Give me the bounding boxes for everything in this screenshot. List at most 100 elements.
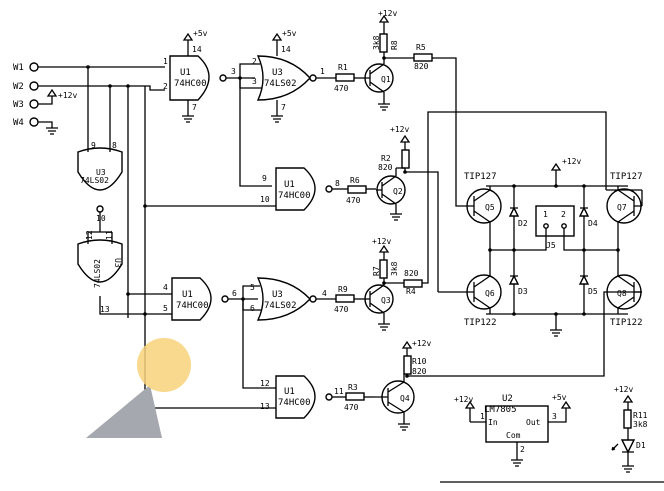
r6-name: R6 <box>350 176 360 185</box>
d5-label: D5 <box>588 287 598 296</box>
regulator-u2: U2 LM7805 In Out Com 1 3 2 <box>480 394 557 454</box>
pin-u3a-7: 7 <box>281 103 286 112</box>
gate-u1a-name: U1 <box>180 68 191 78</box>
label-w3: W3 <box>13 100 24 110</box>
j5-pin1: 1 <box>543 210 548 219</box>
diode-d4: D4 <box>578 186 598 250</box>
gate-u1c-name: U1 <box>182 290 193 300</box>
r11-value: 3k8 <box>633 420 648 429</box>
u2-pin-in: 1 <box>480 412 485 421</box>
r11-name: R11 <box>633 411 648 420</box>
resistor-r3 <box>345 392 365 401</box>
r9-value: 470 <box>334 305 349 314</box>
q4-label: Q4 <box>400 394 410 403</box>
q8-part: TIP122 <box>610 318 643 328</box>
r1-name: R1 <box>338 63 348 72</box>
gate-u3d-name: U3 <box>113 258 122 268</box>
bridge-supply: +12v <box>562 157 581 166</box>
r5-name: R5 <box>416 43 426 52</box>
q5-label: Q5 <box>485 203 495 212</box>
q8-label: Q8 <box>617 289 627 298</box>
q7-label: Q7 <box>617 203 627 212</box>
resistor-r11 <box>623 409 632 429</box>
pin-u3b-5: 5 <box>250 283 255 292</box>
pin-u3c-10: 10 <box>96 214 106 223</box>
q5-part: TIP127 <box>464 172 497 182</box>
r2-name: R2 <box>381 154 391 163</box>
input-terminals: W1 W2 W3 W4 <box>13 62 39 128</box>
gate-u3a: U3 74LS02 2 3 1 14 7 <box>252 45 325 112</box>
gate-u3b-part: 74LS02 <box>264 301 297 311</box>
pin-u3d-11: 11 <box>105 230 114 240</box>
pin-u1d-13: 13 <box>260 402 270 411</box>
gate-u3b: U3 74LS02 5 6 4 <box>250 277 327 321</box>
gate-u3d-part: 74LS02 <box>93 259 102 288</box>
pin-u3a-14: 14 <box>281 45 291 54</box>
q1-supply: +12v <box>378 9 397 18</box>
diode-d3: D3 <box>508 250 528 314</box>
d4-label: D4 <box>588 219 598 228</box>
q2-label: Q2 <box>393 187 403 196</box>
r7-name: R7 <box>372 266 381 276</box>
transistor-q1: Q1 <box>364 63 394 93</box>
r1-value: 470 <box>334 84 349 93</box>
pin-u1c-6: 6 <box>232 289 237 298</box>
pin-u1c-5: 5 <box>163 304 168 313</box>
gate-u1b: U1 74HC00 9 10 8 <box>260 167 340 211</box>
terminal-w2 <box>29 81 39 91</box>
pin-u1d-11: 11 <box>334 387 344 396</box>
pin-u1a-7: 7 <box>192 103 197 112</box>
r8-name: R8 <box>390 40 399 50</box>
q6-part: TIP122 <box>464 318 497 328</box>
pin-u3c-9: 9 <box>91 141 96 150</box>
resistor-r4 <box>403 279 423 288</box>
transistor-q4: Q4 <box>374 380 415 414</box>
r5-value: 820 <box>414 62 429 71</box>
resistor-r1 <box>335 73 355 82</box>
gate-u3c-part: 74LS02 <box>80 176 109 185</box>
u2-in: In <box>488 418 498 427</box>
transistor-q6: Q6 <box>466 274 502 310</box>
led-supply: +12v <box>614 385 633 394</box>
pin-u3d-12: 12 <box>85 230 94 240</box>
terminal-w1 <box>29 62 39 72</box>
pin-u3c-8: 8 <box>112 141 117 150</box>
gate-u3d-vertical: U3 74LS02 12 11 13 <box>77 230 123 314</box>
r8-value: 3k8 <box>372 35 381 50</box>
transistor-q5: Q5 <box>466 188 502 224</box>
pin-u1b-9: 9 <box>262 174 267 183</box>
q4-supply: +12v <box>412 339 431 348</box>
pin-u1a-3: 3 <box>231 67 236 76</box>
terminal-w4 <box>29 117 39 127</box>
gate-u3b-name: U3 <box>272 290 283 300</box>
gate-u3c-name: U3 <box>96 168 106 177</box>
u2-com: Com <box>506 431 521 440</box>
gate-u1a-part: 74HC00 <box>174 79 207 89</box>
led-d1: D1 <box>611 428 646 473</box>
gate-u1c: U1 74HC00 4 5 6 <box>163 277 237 321</box>
pin-u1a-1: 1 <box>163 57 168 66</box>
resistor-r5 <box>413 53 433 62</box>
u1a-supply: +5v <box>193 29 208 38</box>
resistor-r9 <box>335 294 355 303</box>
gate-u1d-name: U1 <box>284 387 295 397</box>
resistor-r2 <box>401 149 410 169</box>
diode-d5: D5 <box>578 250 598 314</box>
r3-value: 470 <box>344 403 359 412</box>
pin-u1b-8: 8 <box>335 179 340 188</box>
gate-u1b-part: 74HC00 <box>278 191 311 201</box>
r4-value: 820 <box>404 269 419 278</box>
pin-u3a-3: 3 <box>252 77 257 86</box>
gate-u3c-vertical: U3 74LS02 9 8 10 <box>77 141 123 223</box>
transistor-q3: Q3 <box>364 284 394 314</box>
resistor-r10 <box>403 355 412 375</box>
j5-pin2: 2 <box>561 210 566 219</box>
u3a-supply: +5v <box>282 29 297 38</box>
gate-u3a-part: 74LS02 <box>264 79 297 89</box>
label-w3-supply: +12v <box>58 91 77 100</box>
cursor-highlight <box>137 338 191 392</box>
u2-pin-com: 2 <box>520 445 525 454</box>
pin-u3b-4: 4 <box>322 289 327 298</box>
